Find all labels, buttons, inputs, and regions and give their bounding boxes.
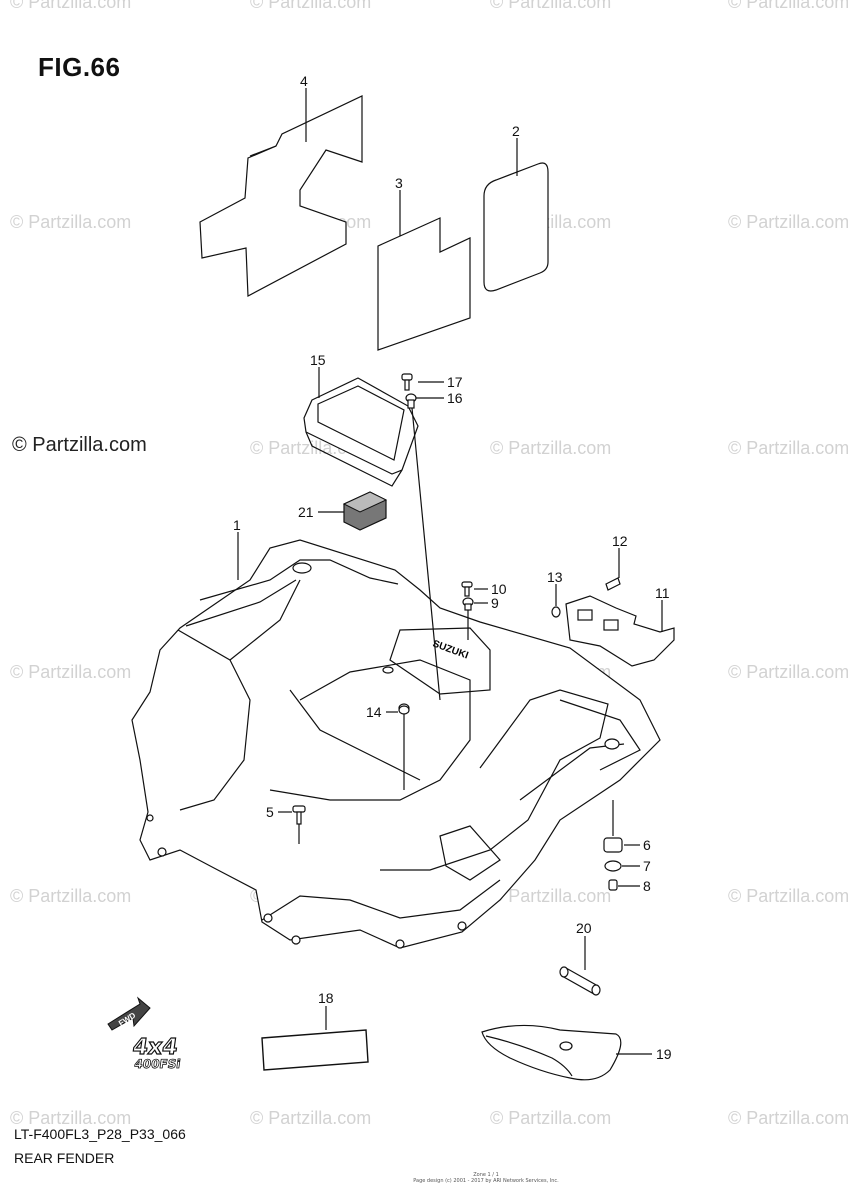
part-15-tray[interactable] — [303, 377, 419, 487]
part-9-nut[interactable] — [462, 597, 474, 611]
part-5-bolt[interactable] — [292, 805, 306, 825]
part-21-pad[interactable] — [342, 491, 388, 531]
callout-14[interactable]: 14 — [366, 704, 382, 720]
watermark: © Partzilla.com — [10, 1108, 132, 1128]
part-1-rear-fender[interactable]: SUZUKI — [131, 539, 661, 949]
leader-lines — [237, 88, 663, 1055]
part-7-collar[interactable] — [604, 860, 622, 872]
watermark: © Partzilla.com — [728, 662, 848, 682]
callout-1[interactable]: 1 — [233, 517, 241, 533]
figure-title: FIG.66 — [38, 52, 121, 82]
part-18-decal[interactable]: 4x4 400FSi — [130, 1029, 369, 1071]
part-2-decal[interactable] — [483, 162, 549, 292]
part-6-cushion[interactable] — [603, 837, 623, 853]
callout-20[interactable]: 20 — [576, 920, 592, 936]
decal-4x4-text: 4x4 — [131, 1034, 179, 1060]
watermark: © Partzilla.com — [490, 0, 612, 12]
callout-12[interactable]: 12 — [612, 533, 628, 549]
callout-16[interactable]: 16 — [447, 390, 463, 406]
watermark: © Partzilla.com — [250, 0, 372, 12]
watermark: © Partzilla.com — [728, 1108, 848, 1128]
callout-5[interactable]: 5 — [266, 804, 274, 820]
watermark: © Partzilla.com — [728, 438, 848, 458]
part-16-grommet[interactable] — [405, 393, 417, 409]
callout-9[interactable]: 9 — [491, 595, 499, 611]
callout-6[interactable]: 6 — [643, 837, 651, 853]
part-4-decal[interactable] — [199, 95, 363, 297]
callout-labels: 4 2 3 15 17 16 21 1 10 9 12 13 11 14 5 6… — [233, 73, 672, 1062]
watermark-highlighted: © Partzilla.com — [12, 434, 147, 456]
decal-400fsi-text: 400FSi — [133, 1057, 181, 1071]
part-19-cover[interactable] — [481, 1024, 622, 1081]
part-11-bracket[interactable] — [565, 595, 675, 667]
section-name: REAR FENDER — [14, 1150, 115, 1166]
model-code: LT-F400FL3_P28_P33_066 — [14, 1126, 186, 1142]
watermark: © Partzilla.com — [728, 212, 848, 232]
part-20-pipe[interactable] — [559, 966, 601, 996]
watermark: © Partzilla.com — [10, 0, 132, 12]
callout-21[interactable]: 21 — [298, 504, 314, 520]
part-13-nut[interactable] — [551, 606, 561, 618]
callout-15[interactable]: 15 — [310, 352, 326, 368]
part-8-bolt[interactable] — [608, 879, 618, 891]
footer-copyright: Page design (c) 2001 - 2017 by ARI Netwo… — [413, 1178, 559, 1184]
callout-18[interactable]: 18 — [318, 990, 334, 1006]
watermark: © Partzilla.com — [490, 886, 612, 906]
callout-13[interactable]: 13 — [547, 569, 563, 585]
callout-7[interactable]: 7 — [643, 858, 651, 874]
callout-10[interactable]: 10 — [491, 581, 507, 597]
page-footer-fine-print: Zone 1 / 1 Page design (c) 2001 - 2017 b… — [396, 1172, 576, 1184]
callout-3[interactable]: 3 — [395, 175, 403, 191]
watermark: © Partzilla.com — [490, 1108, 612, 1128]
watermark: © Partzilla.com — [490, 438, 612, 458]
callout-19[interactable]: 19 — [656, 1046, 672, 1062]
watermark: © Partzilla.com — [250, 1108, 372, 1128]
part-10-screw[interactable] — [461, 581, 473, 597]
watermark: © Partzilla.com — [728, 886, 848, 906]
watermark: © Partzilla.com — [10, 886, 132, 906]
part-12-screw[interactable] — [605, 577, 621, 591]
callout-8[interactable]: 8 — [643, 878, 651, 894]
watermark: © Partzilla.com — [10, 212, 132, 232]
callout-2[interactable]: 2 — [512, 123, 520, 139]
part-14-fastener[interactable] — [398, 705, 410, 715]
watermark: © Partzilla.com — [10, 662, 132, 682]
part-3-decal[interactable] — [377, 217, 471, 351]
callout-4[interactable]: 4 — [300, 73, 308, 89]
footer-zone: Zone 1 / 1 — [473, 1172, 499, 1178]
fwd-arrow-icon: FWD — [107, 996, 151, 1031]
callout-11[interactable]: 11 — [655, 585, 670, 601]
watermark: © Partzilla.com — [728, 0, 848, 12]
part-17-screw[interactable] — [401, 373, 413, 391]
callout-17[interactable]: 17 — [447, 374, 463, 390]
